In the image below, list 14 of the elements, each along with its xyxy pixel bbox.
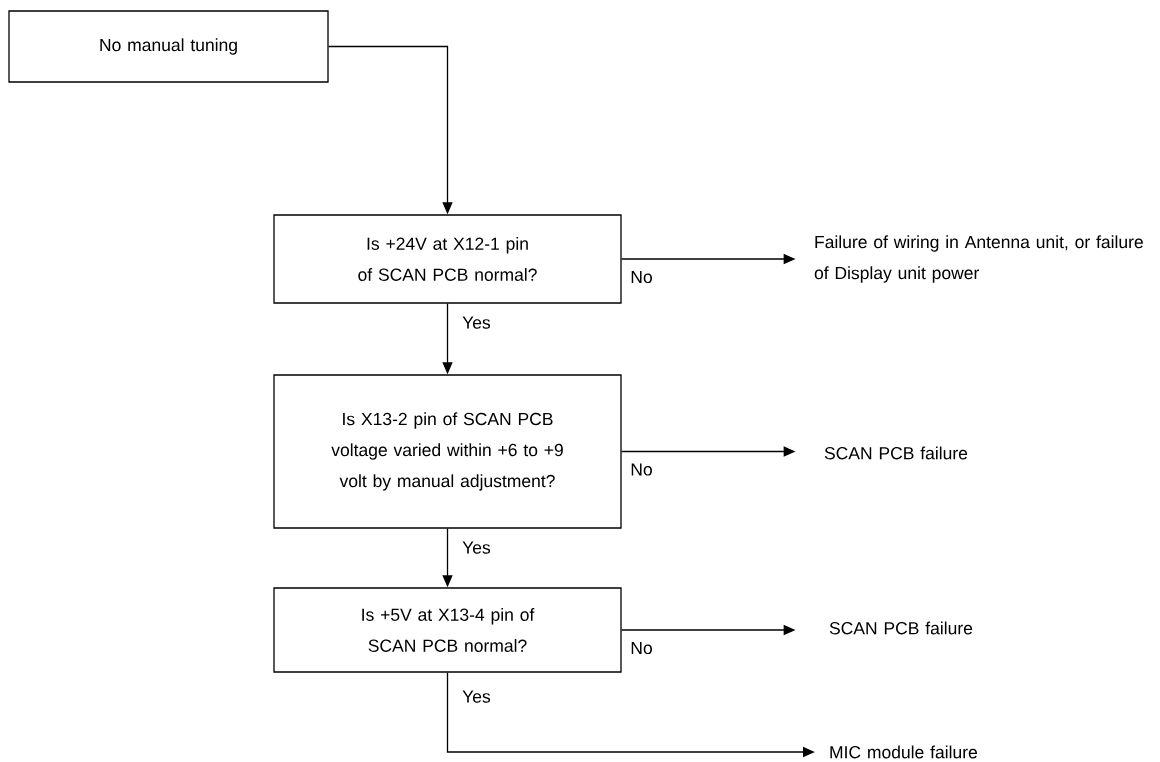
outcome-text: Failure of wiring in Antenna unit, or failure of Display unit power bbox=[814, 235, 1143, 283]
outcome-text: SCAN PCB failure bbox=[824, 446, 968, 460]
edge-label: No bbox=[631, 270, 652, 284]
edge-label: No bbox=[631, 463, 652, 476]
process-box: Is +5V at X13-4 pin of SCAN PCB normal? bbox=[273, 587, 622, 673]
outcome-text: MIC module failure bbox=[830, 745, 977, 759]
edge-label: Yes bbox=[462, 541, 491, 554]
edge-label: Yes bbox=[462, 316, 491, 329]
edge-label: Yes bbox=[462, 690, 491, 703]
process-box: Is +24V at X12-1 pin of SCAN PCB normal? bbox=[273, 214, 622, 304]
outcome-text: SCAN PCB failure bbox=[829, 621, 973, 635]
edge-label: No bbox=[631, 641, 652, 655]
process-box: Is X13-2 pin of SCAN PCB voltage varied within +6 to +9 volt by manual adjustment? bbox=[273, 374, 622, 529]
process-box: No manual tuning bbox=[8, 10, 329, 83]
